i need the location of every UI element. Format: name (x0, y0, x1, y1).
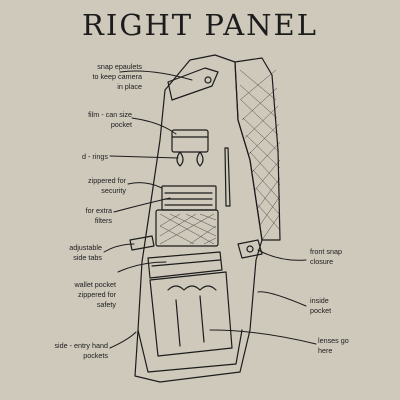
label-wallet-pocket: wallet pocket zippered for safety (74, 280, 116, 309)
leader-extra-filters (113, 197, 171, 213)
leader-side-entry (109, 331, 137, 349)
leader-film-can (131, 117, 177, 135)
zippered-security-pocket (155, 209, 219, 247)
leader-lenses (209, 329, 317, 345)
d-ring-left (176, 151, 184, 167)
d-ring-right (196, 151, 204, 167)
label-inside-pocket: inside pocket (310, 296, 332, 315)
leader-front-snap (257, 249, 307, 261)
mesh-side-panel (234, 57, 281, 241)
leader-wallet-pocket (117, 261, 167, 273)
side-tab (129, 235, 155, 251)
side-entry-pocket (137, 329, 243, 373)
film-can-pocket (171, 129, 209, 153)
leader-zippered-security (127, 182, 163, 189)
label-side-entry-pockets: side - entry hand pockets (54, 341, 108, 360)
leader-inside-pocket (257, 291, 307, 307)
vest-panel-outline (134, 54, 263, 383)
epaulet-snap (204, 76, 212, 84)
label-d-rings: d - rings (82, 152, 108, 161)
wallet-pocket (147, 251, 223, 279)
front-snap-tab (237, 239, 263, 259)
label-adjustable-tabs: adjustable side tabs (69, 243, 102, 262)
label-extra-filters: for extra filters (85, 206, 112, 225)
label-film-can-pocket: film - can size pocket (88, 110, 132, 129)
inside-pocket (149, 271, 233, 357)
leader-adjustable-tabs (103, 243, 135, 253)
epaulet (167, 67, 219, 101)
label-front-snap-closure: front snap closure (310, 247, 342, 266)
leader-d-rings (109, 155, 179, 159)
leader-snap-epaulets (119, 70, 193, 81)
label-snap-epaulets: snap epaulets to keep camera in place (92, 62, 142, 91)
label-zippered-security: zippered for security (88, 176, 126, 195)
page-title: RIGHT PANEL (82, 8, 318, 42)
label-lenses-go-here: lenses go here (318, 336, 349, 355)
